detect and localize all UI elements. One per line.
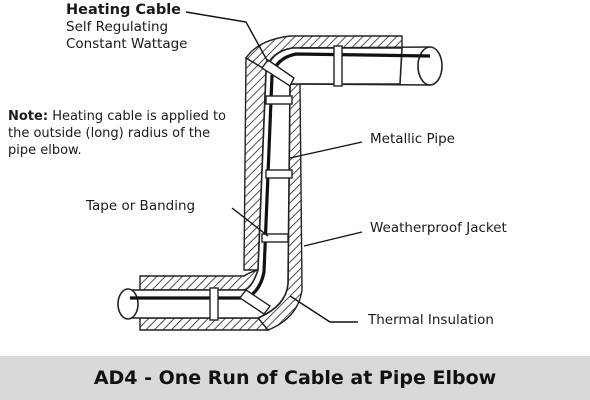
heating-cable-line1: Self Regulating xyxy=(66,19,169,35)
pipe-elbow-diagram xyxy=(117,11,443,331)
pipe-extension-right xyxy=(299,46,431,86)
note-text: Heating cable is applied to the outside … xyxy=(8,109,227,158)
caption-bar: AD4 - One Run of Cable at Pipe Elbow xyxy=(0,356,590,400)
note-label: Note: xyxy=(8,109,49,124)
pipe-end-left xyxy=(117,288,139,320)
tape-bands xyxy=(209,45,343,321)
tape-or-banding-label: Tape or Banding xyxy=(86,198,196,214)
heating-cable-label: Heating Cable Self Regulating Constant W… xyxy=(66,2,187,53)
weatherproof-jacket-label: Weatherproof Jacket xyxy=(370,220,507,236)
leader-tape-banding xyxy=(231,207,269,237)
metallic-pipe xyxy=(127,47,403,319)
heating-cable-title: Heating Cable xyxy=(66,2,182,18)
metallic-pipe-label: Metallic Pipe xyxy=(370,131,455,147)
note-block: Note: Heating cable is applied to the ou… xyxy=(8,108,228,159)
leader-heating-cable xyxy=(185,11,269,63)
diagram-canvas xyxy=(117,11,443,331)
pipe-end-right xyxy=(417,46,443,86)
diagram-caption: AD4 - One Run of Cable at Pipe Elbow xyxy=(93,367,497,389)
insulation-lower-horizontal xyxy=(139,269,259,291)
insulation-bottom-band xyxy=(139,317,270,331)
thermal-insulation-label: Thermal Insulation xyxy=(368,312,494,328)
leader-weatherproof-jacket xyxy=(303,231,363,247)
heating-cable-line2: Constant Wattage xyxy=(66,36,188,52)
leader-lines xyxy=(185,11,363,323)
leader-thermal-insulation xyxy=(289,295,358,323)
leader-metallic-pipe xyxy=(289,141,363,159)
